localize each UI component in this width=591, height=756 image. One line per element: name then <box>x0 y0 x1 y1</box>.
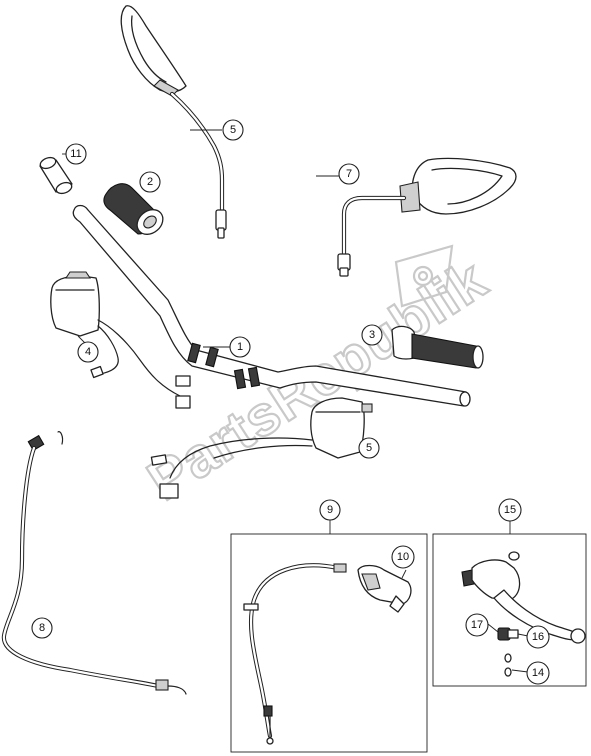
callout-8-label: 8 <box>39 622 45 634</box>
callout-4: 4 <box>77 341 99 363</box>
callout-10-label: 10 <box>397 551 409 563</box>
callout-3: 3 <box>361 324 383 346</box>
callout-17: 17 <box>465 613 489 637</box>
callout-11-label: 11 <box>70 148 81 160</box>
adjuster-screw <box>497 627 519 641</box>
clutch-cable-box <box>230 533 428 753</box>
throttle-cable <box>1 431 187 695</box>
callout-14: 14 <box>526 661 550 685</box>
right-handlebar-switch <box>150 397 373 499</box>
handlebar <box>72 204 471 407</box>
hand-lever <box>461 551 586 644</box>
callout-2: 2 <box>139 171 161 193</box>
grip-sleeve <box>39 156 73 195</box>
hand-lever-box <box>432 533 587 687</box>
cable-adjuster-cover <box>357 564 412 613</box>
left-grip <box>103 183 164 235</box>
small-bolts <box>504 653 512 677</box>
callout-6-label: 5 <box>230 124 236 136</box>
left-mirror <box>120 5 227 239</box>
right-grip <box>391 325 484 369</box>
callout-8: 8 <box>31 617 53 639</box>
callout-16-label: 16 <box>532 631 544 643</box>
callout-4-label: 4 <box>85 346 91 358</box>
watermark-gear-icon <box>394 244 454 308</box>
clutch-cable <box>243 563 347 745</box>
callout-15: 15 <box>498 498 522 522</box>
callout-16: 16 <box>526 625 550 649</box>
callout-17-label: 17 <box>471 619 483 631</box>
callout-15-label: 15 <box>504 504 516 516</box>
callout-5-label: 5 <box>366 442 372 454</box>
callout-11: 11 <box>65 143 87 165</box>
callout-9: 9 <box>319 499 341 521</box>
callout-1: 1 <box>229 336 251 358</box>
right-mirror <box>337 157 517 277</box>
callout-9-label: 9 <box>327 504 333 516</box>
callout-6: 5 <box>222 119 244 141</box>
callout-7: 7 <box>338 163 360 185</box>
callout-5: 5 <box>358 437 380 459</box>
callout-7-label: 7 <box>346 168 352 180</box>
callout-10: 10 <box>391 545 415 569</box>
left-handlebar-switch <box>50 271 191 409</box>
callout-1-label: 1 <box>237 341 243 353</box>
callout-14-label: 14 <box>532 667 544 679</box>
callout-3-label: 3 <box>369 329 375 341</box>
callout-2-label: 2 <box>147 176 153 188</box>
